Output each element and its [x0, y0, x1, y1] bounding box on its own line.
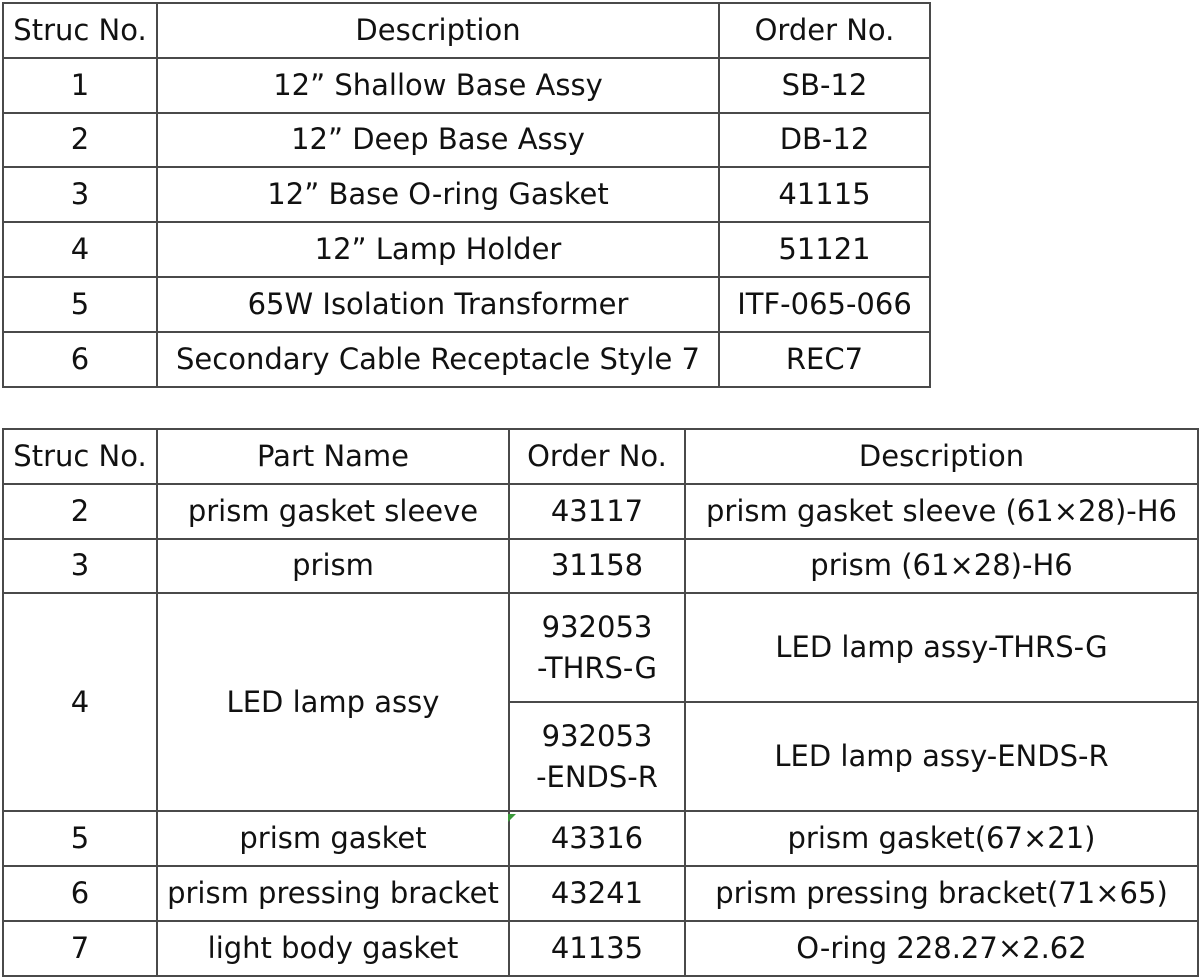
struc-no-cell: 7 — [2, 919, 158, 977]
order-no-cell: 41135 — [508, 919, 686, 977]
header-cell: Struc No. — [2, 428, 158, 485]
description-cell: prism gasket sleeve (61×28)-H6 — [684, 482, 1199, 540]
struc-no-cell: 3 — [2, 166, 158, 224]
description-cell: LED lamp assy-THRS-G — [684, 592, 1199, 704]
table-header-row: Struc No. Description Order No. — [2, 2, 931, 59]
structure-table-1: Struc No. Description Order No. 1 12” Sh… — [2, 2, 931, 388]
order-no-cell: 51121 — [718, 221, 931, 278]
table-row: 5 65W Isolation Transformer ITF-065-066 — [2, 275, 931, 333]
header-cell: Struc No. — [2, 2, 158, 59]
table-row: 6 prism pressing bracket 43241 prism pre… — [2, 865, 1199, 922]
struc-no-cell: 1 — [2, 56, 158, 114]
description-cell: prism (61×28)-H6 — [684, 537, 1199, 595]
part-name-cell: prism — [156, 537, 510, 595]
table-row: 2 12” Deep Base Assy DB-12 — [2, 111, 931, 169]
table-row: 6 Secondary Cable Receptacle Style 7 REC… — [2, 330, 931, 388]
order-no-cell: 31158 — [508, 537, 686, 595]
description-cell: 12” Lamp Holder — [156, 221, 720, 278]
table-row: 1 12” Shallow Base Assy SB-12 — [2, 56, 931, 114]
description-cell: 12” Shallow Base Assy — [156, 56, 720, 114]
header-cell: Order No. — [718, 2, 931, 59]
header-cell: Description — [156, 2, 720, 59]
header-cell: Description — [684, 428, 1199, 485]
part-name-cell: prism gasket — [156, 810, 510, 868]
description-cell: prism gasket(67×21) — [684, 810, 1199, 868]
part-name-cell: prism pressing bracket — [156, 865, 510, 922]
description-cell: Secondary Cable Receptacle Style 7 — [156, 330, 720, 388]
struc-no-cell: 2 — [2, 111, 158, 169]
header-cell: Part Name — [156, 428, 510, 485]
order-no-cell: 43316 — [508, 810, 686, 868]
cell-error-marker — [508, 814, 516, 822]
order-no-cell: 932053-ENDS-R — [508, 701, 686, 813]
table-row: 2 prism gasket sleeve 43117 prism gasket… — [2, 482, 1199, 540]
part-name-cell: prism gasket sleeve — [156, 482, 510, 540]
struc-no-cell: 3 — [2, 537, 158, 595]
struc-no-cell: 4 — [2, 221, 158, 278]
table-row: 4 LED lamp assy 932053-THRS-G LED lamp a… — [2, 592, 1199, 813]
struc-no-cell: 2 — [2, 482, 158, 540]
description-cell: 12” Deep Base Assy — [156, 111, 720, 169]
order-no-cell: DB-12 — [718, 111, 931, 169]
table-row: 7 light body gasket 41135 O-ring 228.27×… — [2, 919, 1199, 977]
description-cell: prism pressing bracket(71×65) — [684, 865, 1199, 922]
struc-no-cell: 4 — [2, 592, 158, 813]
description-cell: LED lamp assy-ENDS-R — [684, 701, 1199, 813]
table-row: 3 prism 31158 prism (61×28)-H6 — [2, 537, 1199, 595]
order-no-cell: REC7 — [718, 330, 931, 388]
order-no-cell: 41115 — [718, 166, 931, 224]
table-row: 3 12” Base O-ring Gasket 41115 — [2, 166, 931, 224]
structure-table-2: Struc No. Part Name Order No. Descriptio… — [2, 428, 1199, 977]
order-no-cell: 932053-THRS-G — [508, 592, 686, 704]
header-cell: Order No. — [508, 428, 686, 485]
order-no-cell: SB-12 — [718, 56, 931, 114]
table-row: 5 prism gasket 43316 prism gasket(67×21) — [2, 810, 1199, 868]
part-name-cell: LED lamp assy — [156, 592, 510, 813]
description-cell: 65W Isolation Transformer — [156, 275, 720, 333]
struc-no-cell: 5 — [2, 275, 158, 333]
order-no-cell: ITF-065-066 — [718, 275, 931, 333]
description-cell: 12” Base O-ring Gasket — [156, 166, 720, 224]
struc-no-cell: 5 — [2, 810, 158, 868]
table-row: 4 12” Lamp Holder 51121 — [2, 221, 931, 278]
description-cell: O-ring 228.27×2.62 — [684, 919, 1199, 977]
struc-no-cell: 6 — [2, 330, 158, 388]
table-header-row: Struc No. Part Name Order No. Descriptio… — [2, 428, 1199, 485]
order-no-cell: 43117 — [508, 482, 686, 540]
table-row: 932053-ENDS-R LED lamp assy-ENDS-R — [3, 701, 1199, 813]
part-name-cell: light body gasket — [156, 919, 510, 977]
order-no-cell: 43241 — [508, 865, 686, 922]
struc-no-cell: 6 — [2, 865, 158, 922]
